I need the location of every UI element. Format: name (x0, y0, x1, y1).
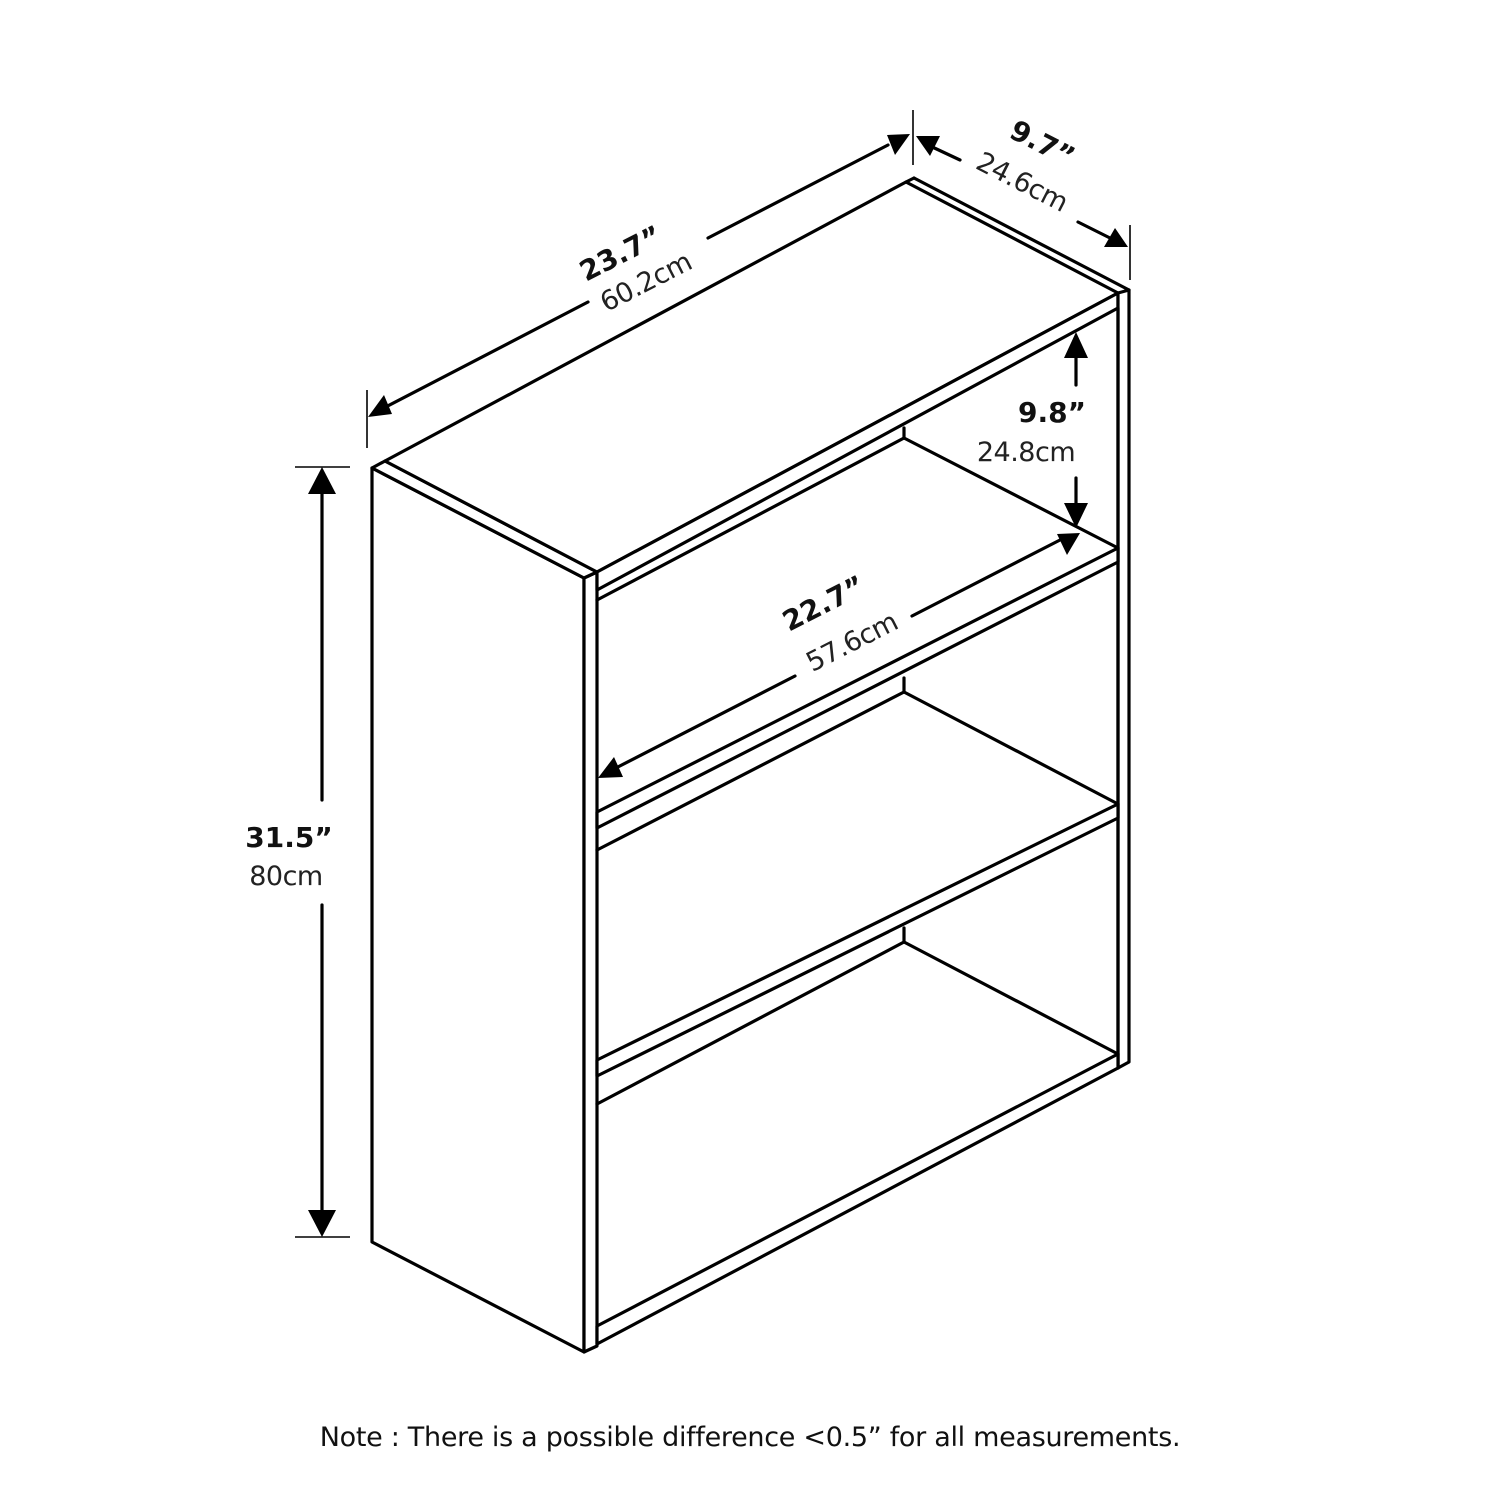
top-panel (383, 176, 1131, 592)
arrow-up-icon (1064, 332, 1088, 358)
shelf-spacing-dimension: 9.8” 24.8cm (977, 332, 1088, 528)
measurement-note: Note : There is a possible difference <0… (319, 1422, 1181, 1453)
arrow-down-icon (1064, 503, 1088, 528)
bottom-shelf (595, 926, 1120, 1346)
height-inches-label: 31.5” (245, 821, 333, 854)
spacing-cm-label: 24.8cm (977, 437, 1075, 468)
shelf-2 (595, 676, 1120, 1078)
left-side-panel (370, 459, 599, 1354)
arrow-down-right-icon (1104, 228, 1128, 247)
arrow-left-icon (598, 757, 623, 778)
height-cm-label: 80cm (249, 861, 323, 892)
arrow-down-icon (308, 1210, 336, 1237)
arrow-right-icon (887, 134, 910, 155)
inner-width-dimension: 22.7” 57.6cm (598, 533, 1080, 778)
arrow-left-icon (368, 395, 392, 417)
height-dimension: 31.5” 80cm (245, 466, 350, 1238)
shelf-1 (595, 426, 1120, 830)
arrow-up-left-icon (916, 136, 940, 156)
spacing-inches-label: 9.8” (1018, 396, 1086, 429)
arrow-right-icon (1057, 533, 1080, 555)
arrow-up-icon (308, 467, 336, 494)
right-side-panel (1116, 288, 1131, 1070)
